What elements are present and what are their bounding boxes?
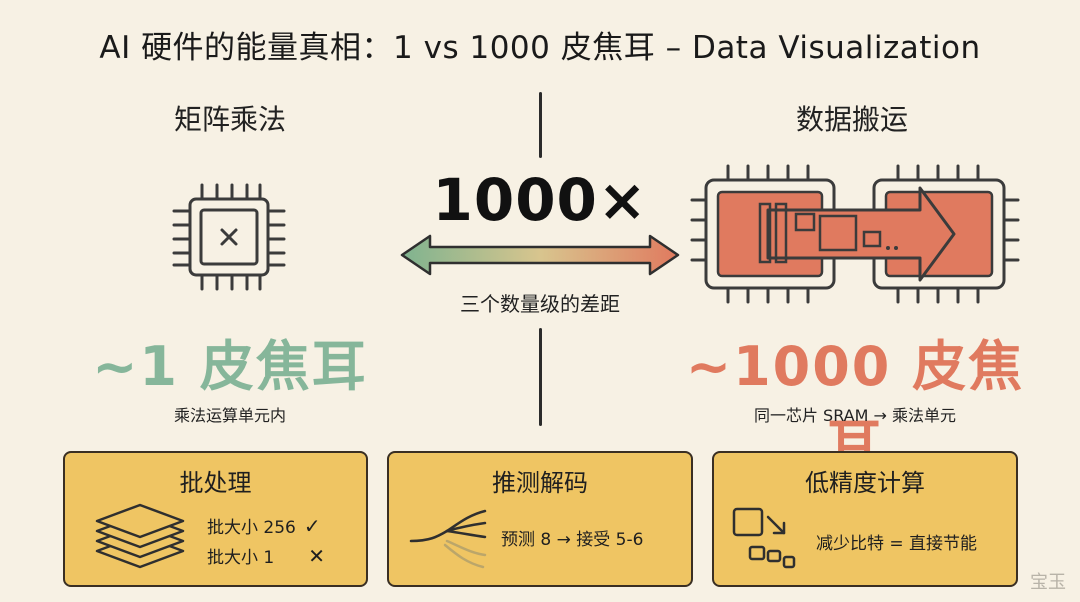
center-divider-top bbox=[539, 92, 542, 158]
card-batching-line-1: 批大小 256 ✓ bbox=[207, 513, 321, 538]
right-caption: 同一芯片 SRAM → 乘法单元 bbox=[753, 406, 957, 425]
card-batching-line-2: 批大小 1 ✕ bbox=[207, 543, 325, 568]
chip-data-transfer-icon bbox=[690, 164, 1020, 304]
card-speculative-title: 推测解码 bbox=[492, 469, 588, 497]
chip-multiply-icon bbox=[172, 183, 286, 291]
card-speculative-decoding: 推测解码 预测 8 → 接受 5-6 bbox=[387, 451, 693, 587]
branching-paths-icon bbox=[409, 509, 487, 569]
check-icon: ✓ bbox=[303, 514, 321, 538]
center-divider-bottom bbox=[539, 328, 542, 426]
batch-size-large-label: 批大小 256 bbox=[207, 518, 296, 538]
layers-stack-icon bbox=[95, 503, 185, 569]
page-title: AI 硬件的能量真相：1 vs 1000 皮焦耳 – Data Visualiz… bbox=[99, 30, 981, 66]
watermark: 宝玉 bbox=[1030, 572, 1066, 593]
card-batching-title: 批处理 bbox=[179, 469, 252, 497]
left-energy-value: ~1 皮焦耳 bbox=[92, 335, 368, 398]
card-low-precision-title: 低精度计算 bbox=[805, 469, 925, 497]
factor-label: 1000× bbox=[432, 166, 648, 234]
card-speculative-text: 预测 8 → 接受 5-6 bbox=[501, 530, 644, 550]
shrink-squares-icon bbox=[732, 507, 796, 569]
right-energy-value: ~1000 皮焦耳 bbox=[685, 335, 1025, 477]
cross-icon: ✕ bbox=[308, 544, 325, 568]
card-low-precision: 低精度计算 减少比特 = 直接节能 bbox=[712, 451, 1018, 587]
difference-caption: 三个数量级的差距 bbox=[460, 292, 620, 316]
left-caption: 乘法运算单元内 bbox=[173, 406, 286, 425]
double-arrow-icon bbox=[400, 234, 680, 276]
left-heading: 矩阵乘法 bbox=[173, 103, 286, 136]
card-batching: 批处理 批大小 256 ✓ 批大小 1 ✕ bbox=[63, 451, 368, 587]
batch-size-small-label: 批大小 1 bbox=[207, 548, 275, 568]
right-heading: 数据搬运 bbox=[795, 103, 908, 136]
card-low-precision-text: 减少比特 = 直接节能 bbox=[816, 534, 978, 554]
